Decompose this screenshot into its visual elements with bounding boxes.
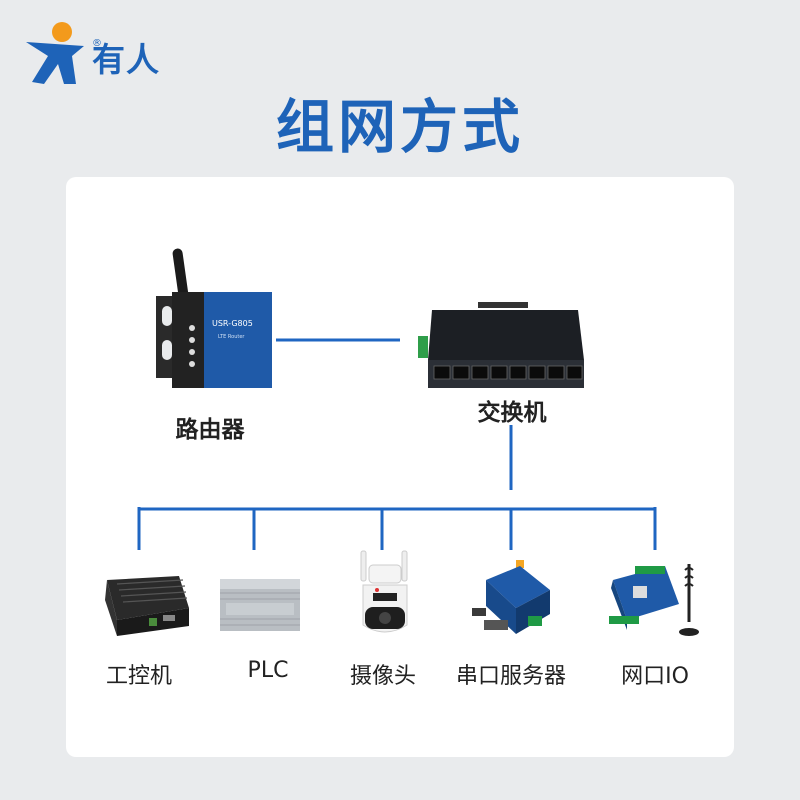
switch-label: 交换机 — [477, 400, 547, 426]
router-model-text: USR-G805 — [212, 319, 253, 328]
plc-image — [218, 575, 303, 635]
camera-image — [355, 545, 415, 640]
device-label-network-io: 网口IO — [621, 664, 689, 689]
device-label-plc: PLC — [247, 658, 289, 683]
switch-image — [418, 300, 588, 390]
network-io-image — [605, 560, 710, 640]
page-title: 组网方式 — [275, 93, 524, 161]
router-sub-text: LTE Router — [218, 334, 245, 340]
logo-figure-icon — [26, 22, 84, 84]
serial-server-image — [472, 560, 557, 640]
industrial-pc-image — [97, 570, 192, 640]
brand-logo: ® — [22, 20, 192, 90]
device-label-camera: 摄像头 — [349, 664, 416, 689]
registered-mark: ® — [92, 38, 102, 49]
brand-name: 有人 — [92, 40, 160, 79]
router-image: USR-G805 LTE Router — [150, 248, 290, 393]
device-label-serial-server: 串口服务器 — [455, 664, 566, 689]
device-label-ipc: 工控机 — [105, 664, 172, 689]
router-label: 路由器 — [175, 417, 245, 443]
